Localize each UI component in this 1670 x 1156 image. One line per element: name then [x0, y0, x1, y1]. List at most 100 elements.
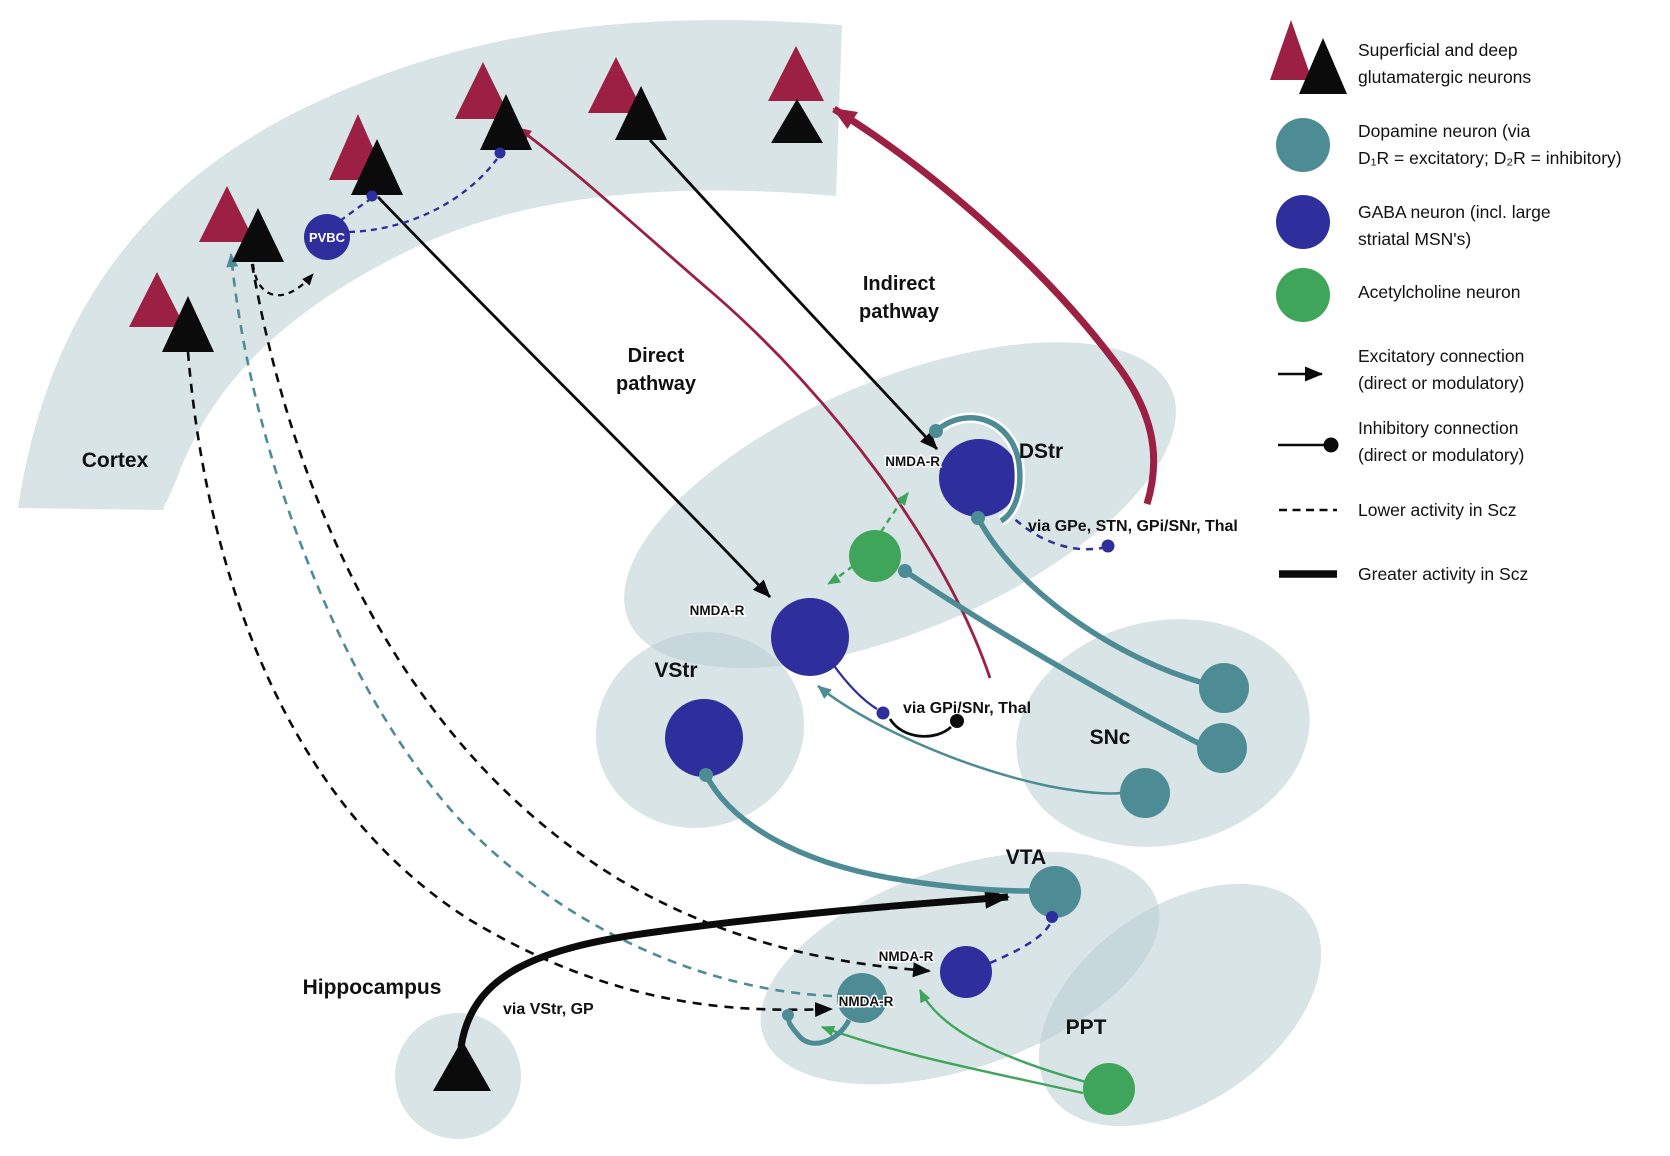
legend-black-triangle-icon [1299, 38, 1347, 94]
legend-item-inhibitory: Inhibitory connection (direct or modulat… [1278, 418, 1524, 465]
legend-label: glutamatergic neurons [1358, 67, 1531, 87]
dstr-label: DStr [1019, 440, 1063, 463]
legend-ach-circle-icon [1276, 268, 1330, 322]
legend-item-glutamatergic: Superficial and deep glutamatergic neuro… [1270, 20, 1531, 94]
via-gpe-stn-label: via GPe, STN, GPi/SNr, Thal [1028, 518, 1238, 535]
legend-gaba-circle-icon [1276, 195, 1330, 249]
snc-to-direct-msn-connection [817, 685, 1122, 795]
legend-item-greater-activity: Greater activity in Scz [1279, 564, 1528, 584]
snc-axon-arc-line [934, 415, 1023, 524]
deep-glutamatergic-neuron-icon [162, 296, 214, 352]
legend-item-excitatory: Excitatory connection (direct or modulat… [1278, 346, 1524, 393]
hippocampus-glutamatergic-neuron-icon [433, 1040, 491, 1091]
legend: Superficial and deep glutamatergic neuro… [1270, 20, 1622, 584]
cortex-pyramidal-pair-1 [129, 272, 214, 352]
via-gpi-snr-label: via GPi/SNr, Thal [903, 700, 1031, 717]
ppt-to-vta-da-connection [821, 1025, 1084, 1095]
legend-label: striatal MSN's) [1358, 229, 1471, 249]
vta-da-small-neuron-icon [837, 973, 887, 1023]
direct-msn-output-connection [831, 662, 878, 710]
nmda-r-label-vta-gaba: NMDA-R [879, 949, 934, 964]
legend-label: Greater activity in Scz [1358, 564, 1528, 584]
snc-label: SNc [1090, 726, 1131, 749]
direct-pathway-label-line2: pathway [616, 373, 697, 395]
legend-label: (direct or modulatory) [1358, 373, 1524, 393]
legend-label: Superficial and deep [1358, 40, 1518, 60]
deep-glutamatergic-neuron-icon [232, 208, 284, 262]
via-vstr-gp-label: via VStr, GP [503, 1001, 594, 1018]
pvbc-label: PVBC [309, 230, 346, 245]
pvbc-to-pyramidal1-connection [339, 199, 370, 222]
vta-gaba-to-da-connection [989, 923, 1052, 965]
ppt-to-vta-gaba-connection [918, 989, 1087, 1084]
vta-label: VTA [1006, 846, 1046, 869]
connections [186, 106, 1202, 1095]
deep-glutamatergic-neuron-icon [615, 86, 667, 140]
da-terminal-dot-icon [929, 424, 943, 438]
cortex-pyramidal-pair-3 [329, 114, 403, 195]
cortex-label: Cortex [82, 449, 149, 472]
superficial-glutamatergic-neuron-icon [768, 46, 824, 101]
cortex-pyramidal-pair-6 [768, 46, 824, 143]
indirect-return-to-cortex-connection [832, 106, 1158, 506]
legend-item-acetylcholine: Acetylcholine neuron [1276, 268, 1520, 322]
snc-da-neuron-3-icon [1120, 768, 1170, 818]
msn-output-dot-icon [876, 706, 890, 720]
vstr-msn-neuron-icon [665, 699, 743, 777]
direct-pathway-connection [376, 196, 772, 598]
direct-return-to-cortex-connection [517, 126, 992, 679]
da-autoreceptor-dot-icon [782, 1009, 794, 1021]
legend-label: Dopamine neuron (via [1358, 121, 1530, 141]
indirect-msn-neuron-icon [939, 439, 1019, 517]
legend-label: Acetylcholine neuron [1358, 282, 1520, 302]
cortex-to-vta-da-connection [186, 351, 833, 1018]
legend-label: Excitatory connection [1358, 346, 1524, 366]
superficial-glutamatergic-neuron-icon [129, 272, 185, 327]
snc-to-indirect-msn-connection [975, 516, 1201, 685]
hippocampus-to-vta-connection [457, 888, 1010, 1048]
gpi-snr-relay-connection [888, 718, 952, 738]
vta-da-autoreceptor-loop [786, 1018, 852, 1046]
da-terminal-dot-icon [898, 564, 912, 578]
direct-msn-neuron-icon [771, 598, 849, 676]
vta-to-vstr-connection [703, 773, 1031, 894]
snc-region [1016, 619, 1310, 847]
snc-da-neuron-1-icon [1199, 663, 1249, 713]
nmda-r-label-indirect: NMDA-R [885, 454, 940, 469]
pvbc-terminal-dot-icon [494, 147, 506, 159]
vta-da-neuron-icon [1029, 866, 1081, 918]
legend-label: D₁R = excitatory; D₂R = inhibitory) [1358, 148, 1622, 168]
da-terminal-dot-icon [699, 768, 713, 782]
indirect-pathway-connection [648, 139, 939, 450]
indirect-pathway-label-line1: Indirect [863, 273, 936, 295]
hippocampus-label: Hippocampus [303, 976, 442, 999]
relay-inhibitory-dot-icon [950, 714, 964, 728]
superficial-glutamatergic-neuron-icon [588, 57, 644, 113]
gaba-terminal-dot-icon [1046, 911, 1058, 923]
ppt-label: PPT [1066, 1016, 1107, 1039]
snc-da-neuron-2-icon [1197, 723, 1247, 773]
legend-red-triangle-icon [1270, 20, 1312, 80]
ppt-ach-neuron-icon [1083, 1063, 1135, 1115]
legend-item-lower-activity: Lower activity in Scz [1279, 500, 1517, 520]
vta-da-to-cortex-connection [226, 253, 833, 998]
legend-label: GABA neuron (incl. large [1358, 202, 1551, 222]
legend-inhibitory-dot-icon [1323, 437, 1339, 453]
legend-dopamine-circle-icon [1276, 118, 1330, 172]
cortex-to-vta-gaba-connection [250, 263, 931, 978]
legend-item-gaba: GABA neuron (incl. large striatal MSN's) [1276, 195, 1551, 249]
inhibitory-terminals [366, 147, 1115, 1021]
superficial-glutamatergic-neuron-icon [199, 186, 255, 242]
brain-regions [18, 20, 1322, 1139]
cortex-pyramidal-pair-4 [455, 62, 532, 150]
cortex-pyramidal-pair-2 [199, 186, 284, 262]
nmda-r-label-direct: NMDA-R [690, 603, 745, 618]
vta-gaba-neuron-icon [940, 946, 992, 998]
legend-label: Inhibitory connection [1358, 418, 1519, 438]
pvbc-neuron-icon [304, 214, 350, 260]
pvbc-terminal-dot-icon [366, 190, 378, 202]
direct-pathway-label-line1: Direct [628, 345, 685, 367]
deep-glutamatergic-neuron-icon [480, 94, 532, 150]
